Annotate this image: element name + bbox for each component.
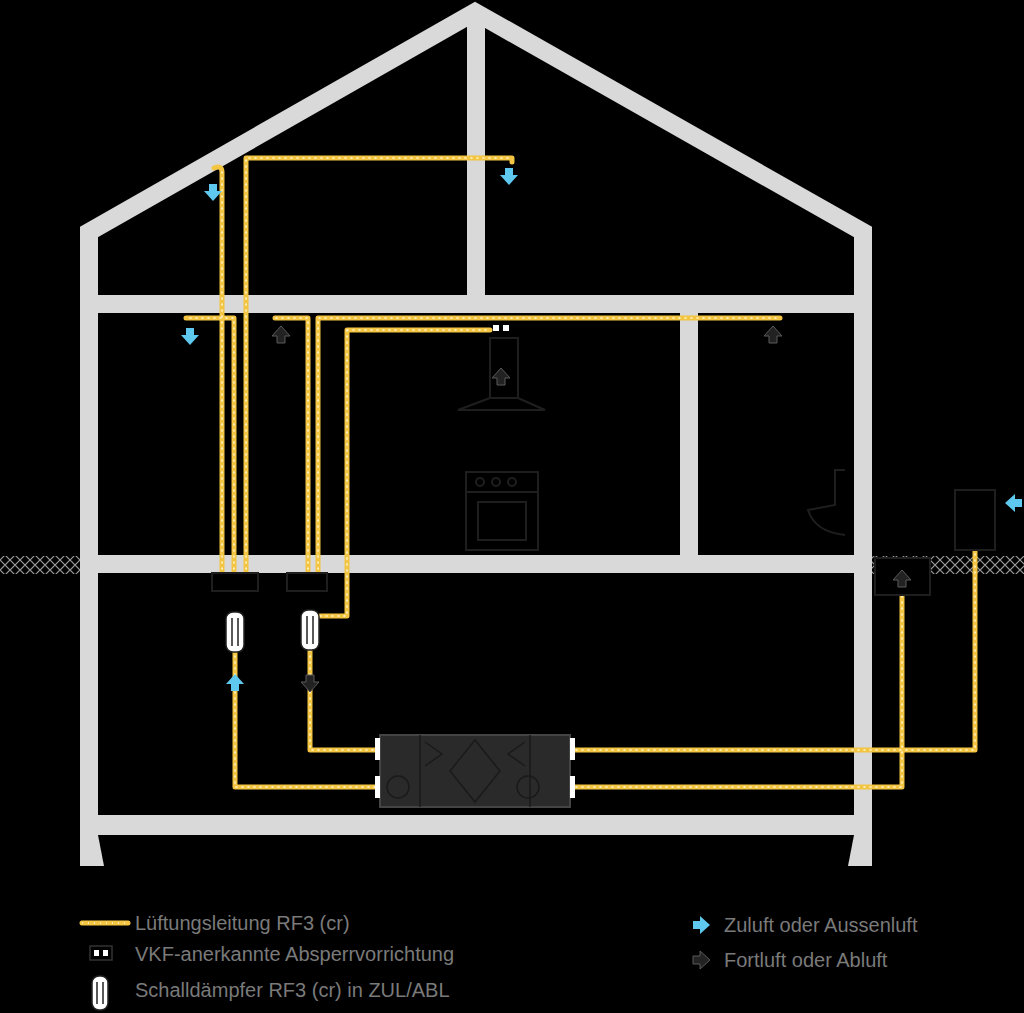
- legend-label: Schalldämpfer RF3 (cr) in ZUL/ABL: [135, 978, 450, 1002]
- legend-label: VKF-anerkannte Absperrvorrichtung: [135, 942, 454, 966]
- legend-label: Zuluft oder Aussenluft: [724, 913, 917, 937]
- legend-label: Lüftungsleitung RF3 (cr): [135, 911, 350, 935]
- legend-label: Fortluft oder Abluft: [724, 948, 887, 972]
